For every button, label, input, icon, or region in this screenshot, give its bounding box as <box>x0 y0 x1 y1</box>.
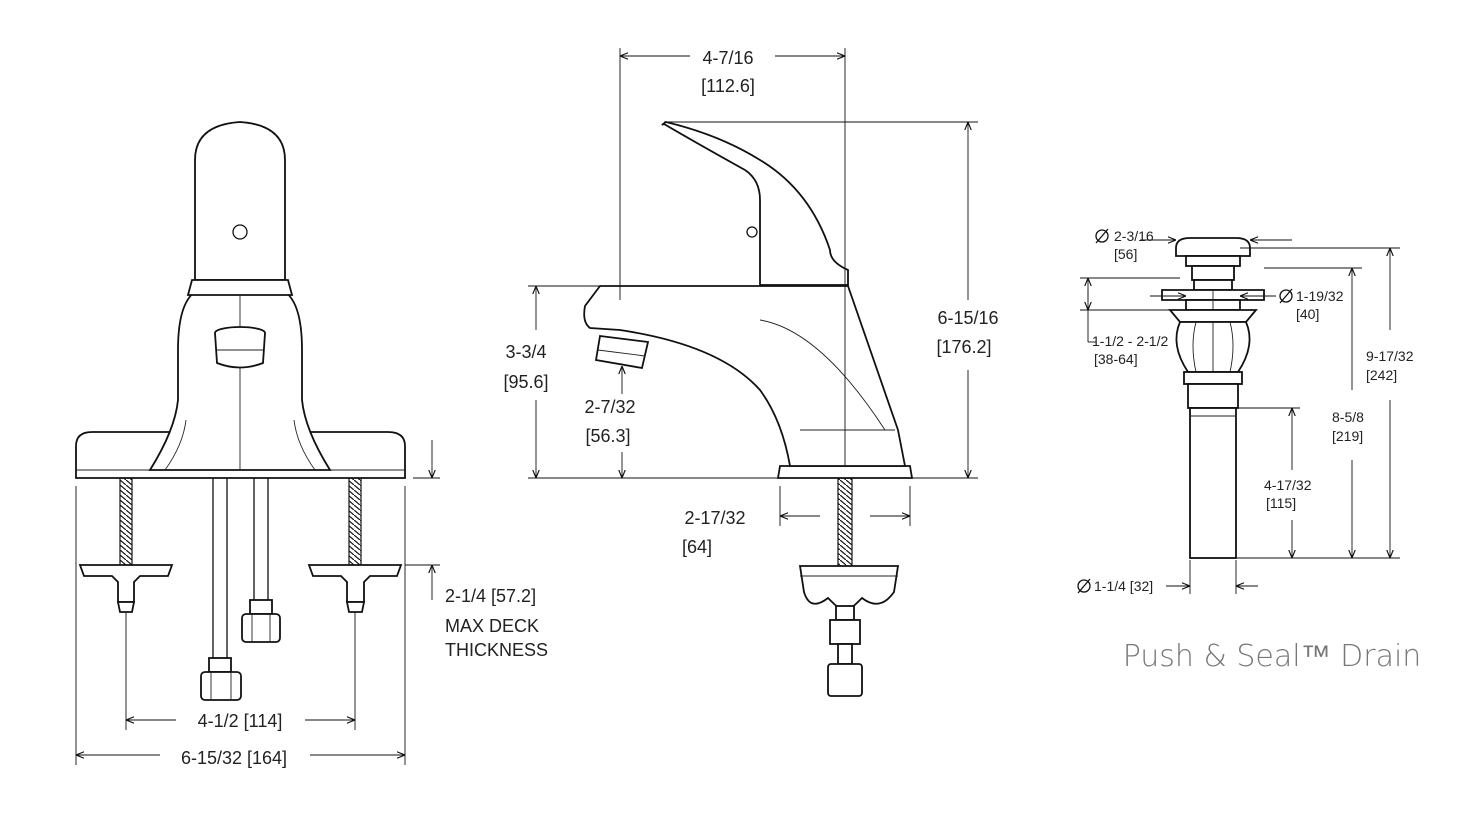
right-mounting-stud <box>348 477 362 571</box>
side-mounting-stud <box>837 477 853 569</box>
overall-length-label: 9-17/32 <box>1366 348 1414 364</box>
left-mounting-nut <box>78 564 174 613</box>
depth-label: 4-7/16 <box>702 48 753 68</box>
depth-mm-label: [112.6] <box>701 76 755 96</box>
cap-diameter-label: 2-3/16 <box>1114 228 1154 244</box>
drain-caption: Push & Seal™ Drain <box>1123 639 1422 674</box>
body-diameter-label: 1-19/32 <box>1296 288 1344 304</box>
front-view: 2-1/4 [57.2] MAX DECK THICKNESS 4-1/2 [1… <box>75 121 548 768</box>
overall-length-mm-label: [242] <box>1366 367 1397 383</box>
right-supply-tube <box>253 478 269 602</box>
tail-length-mm-label: [115] <box>1266 495 1296 511</box>
spout-height-mm-label: [95.6] <box>503 372 548 392</box>
base-width-mm-label: [64] <box>682 537 712 557</box>
side-faucet-body <box>583 285 907 467</box>
mid-length-label: 8-5/8 <box>1332 409 1364 425</box>
side-lever-handle <box>661 121 849 286</box>
diameter-symbol <box>1095 228 1109 244</box>
max-deck-label: 2-1/4 [57.2] <box>445 586 536 606</box>
right-mounting-nut <box>307 564 403 613</box>
mid-length-mm-label: [219] <box>1332 428 1363 444</box>
left-supply-tube <box>212 478 228 660</box>
spout-height-label: 3-3/4 <box>505 342 546 362</box>
handle-screw-cap <box>232 224 248 240</box>
body-diameter-mm-label: [40] <box>1296 306 1319 322</box>
cap-diameter-mm-label: [56] <box>1114 246 1137 262</box>
right-coupling-nut <box>241 599 281 643</box>
adjust-range-mm-label: [38-64] <box>1094 351 1138 367</box>
lever-handle <box>194 121 286 281</box>
height-mm-label: [176.2] <box>936 337 991 357</box>
tail-diameter-label: 1-1/4 [32] <box>1094 578 1153 594</box>
max-deck-label-line3: THICKNESS <box>445 640 548 660</box>
diameter-symbol <box>1077 578 1091 594</box>
hole-spacing-label: 4-1/2 [114] <box>198 711 283 731</box>
side-view: 4-7/16 [112.6] 6-15/16 [176.2] 3-3/4 [95… <box>503 48 999 697</box>
side-supply-connector <box>827 605 863 697</box>
base-width-label: 2-17/32 <box>684 508 745 528</box>
max-deck-label-line2: MAX DECK <box>445 616 539 636</box>
side-aerator <box>594 334 650 370</box>
aerator <box>214 326 266 369</box>
side-base-plate <box>776 465 914 479</box>
drain-view: 2-3/16 [56] 1-19/32 [40] 1-1/2 - 2-1/2 [… <box>1077 228 1422 674</box>
height-label: 6-15/16 <box>937 308 998 328</box>
drain-tailpiece <box>1189 407 1237 559</box>
side-mounting-bracket <box>798 565 900 613</box>
aerator-height-label: 2-7/32 <box>584 397 635 417</box>
adjust-range-label: 1-1/2 - 2-1/2 <box>1092 333 1168 349</box>
overall-width-label: 6-15/32 [164] <box>181 748 287 768</box>
diameter-symbol <box>1279 288 1293 304</box>
left-coupling-nut <box>200 657 242 701</box>
aerator-height-mm-label: [56.3] <box>585 426 630 446</box>
tail-length-label: 4-17/32 <box>1264 477 1312 493</box>
drain-cap <box>1175 237 1251 257</box>
left-mounting-stud <box>119 477 133 571</box>
